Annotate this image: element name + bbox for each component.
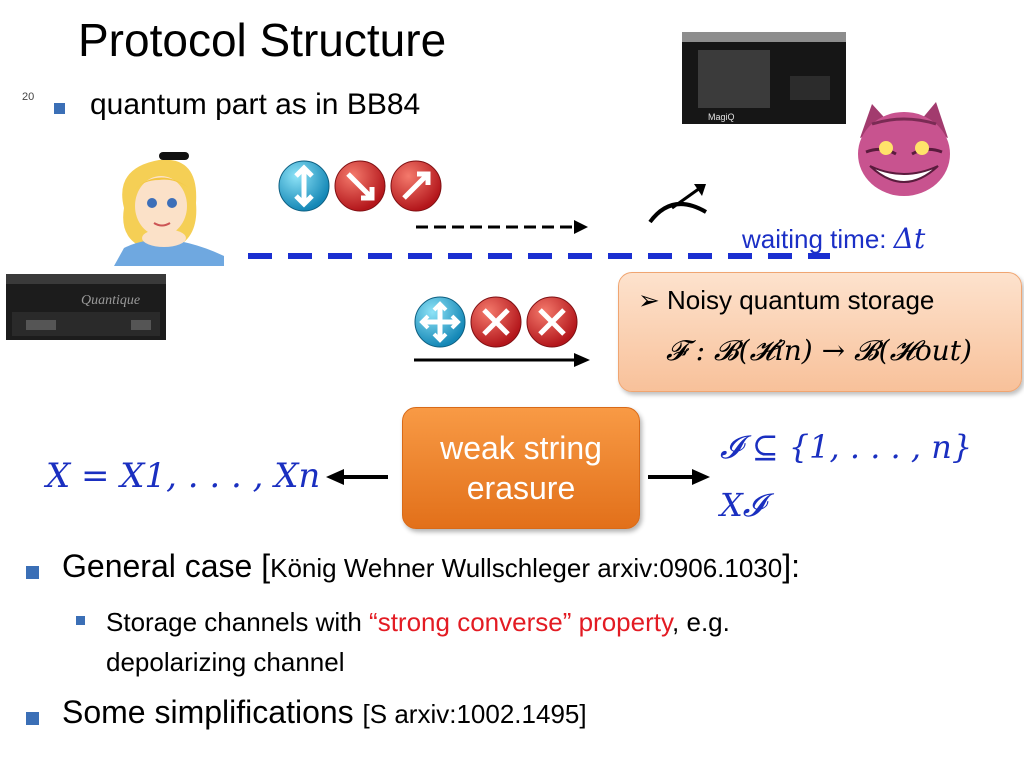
slide-number: 20 xyxy=(22,91,35,103)
solid-arrow xyxy=(414,353,590,367)
bullet-simplifications: Some simplifications [S arxiv:1002.1495] xyxy=(62,694,587,731)
alice-string-formula: X = X1, . . . , Xn xyxy=(46,456,321,496)
wse-line1: weak string xyxy=(440,430,602,466)
delta-t-symbol: Δt xyxy=(893,222,926,255)
sub-bullet-pre: Storage channels with xyxy=(106,607,370,637)
left-output-arrow xyxy=(326,469,388,485)
general-case-end: ]: xyxy=(782,548,801,584)
bullet-general-case: General case [König Wehner Wullschleger … xyxy=(62,548,800,585)
cheshire-cat-illustration xyxy=(858,102,950,196)
protocol-lines xyxy=(248,184,830,367)
simplifications-citation: [S arxiv:1002.1495] xyxy=(362,699,587,729)
general-case-text: General case [ xyxy=(62,548,271,584)
right-output-arrow xyxy=(648,469,710,485)
waiting-time-text: waiting time: xyxy=(742,224,894,254)
general-case-citation: König Wehner Wullschleger arxiv:0906.103… xyxy=(270,553,783,583)
qubit-diagonal-up-icon xyxy=(390,160,442,212)
storage-heading-text: Noisy quantum storage xyxy=(667,285,935,315)
measurement-meter-icon xyxy=(648,184,708,224)
simplifications-text: Some simplifications xyxy=(62,694,363,730)
bob-substring-formula: X𝓘 xyxy=(720,486,765,524)
arrow-bullet-icon: ➢ xyxy=(638,285,660,315)
qubit-diag-basis-icon-2 xyxy=(526,296,578,348)
storage-heading: ➢ Noisy quantum storage xyxy=(638,285,934,316)
bullet-marker xyxy=(26,712,39,725)
magiq-device: MagiQ xyxy=(682,32,846,124)
magiq-label: MagiQ xyxy=(708,112,735,122)
alice-illustration xyxy=(114,152,224,266)
bb84-qubits-row1 xyxy=(278,160,442,212)
sub-bullet-line2: depolarizing channel xyxy=(106,647,345,677)
index-set-formula: 𝓘 ⊆ {1, . . . , n} xyxy=(720,428,973,466)
qubit-diag-basis-icon xyxy=(470,296,522,348)
qubit-rect-basis-icon xyxy=(414,296,466,348)
slide-title: Protocol Structure xyxy=(78,14,447,66)
quantique-device: Quantique xyxy=(6,274,166,340)
wse-output-arrows xyxy=(326,469,710,485)
quantique-label: Quantique xyxy=(81,293,140,308)
sub-bullet-marker xyxy=(76,616,85,625)
sub-bullet-post: , e.g. xyxy=(672,607,730,637)
waiting-time-label: waiting time: Δt xyxy=(742,222,925,255)
bb84-qubits-row2 xyxy=(414,296,578,348)
noisy-storage-box xyxy=(618,272,1022,392)
storage-channel-formula: 𝓕 : 𝓑(𝓗in) → 𝓑(𝓗out) xyxy=(666,334,972,367)
qubit-vertical-icon xyxy=(278,160,330,212)
strong-converse-highlight: “strong converse” property xyxy=(369,607,673,637)
sub-bullet-storage-channels: Storage channels with “strong converse” … xyxy=(106,602,730,682)
qubit-diagonal-down-icon xyxy=(334,160,386,212)
bullet-marker xyxy=(54,103,65,114)
dashed-arrow xyxy=(416,220,588,234)
bullet-quantum-part: quantum part as in BB84 xyxy=(90,88,421,121)
wse-line2: erasure xyxy=(466,470,576,506)
bullet-marker xyxy=(26,566,39,579)
weak-string-erasure-box: weak string erasure xyxy=(402,407,640,529)
